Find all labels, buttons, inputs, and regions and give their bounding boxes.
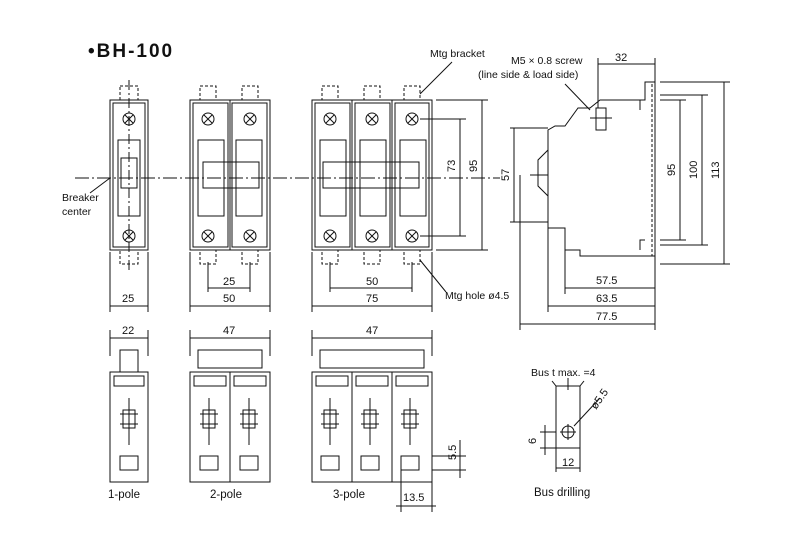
label-bus-t: Bus t max. =4 [531, 367, 596, 379]
dim-22: 22 [122, 325, 134, 337]
side-view [510, 81, 656, 257]
front-dimensions [109, 99, 488, 312]
label-mtg-bracket: Mtg bracket [430, 48, 485, 60]
dim-57: 57 [500, 169, 512, 181]
dim-25-2-pole-pitch: 25 [223, 276, 235, 288]
dim-57-5: 57.5 [596, 275, 617, 287]
front-view-1-pole [109, 80, 149, 270]
dim-5-5: 5.5 [447, 445, 459, 460]
dim-75-3-pole: 75 [366, 293, 378, 305]
label-mtg-hole: Mtg hole ø4.5 [445, 290, 509, 302]
dim-bus-hole-dia: ø5.5 [589, 387, 611, 412]
caption-bus-drilling: Bus drilling [534, 487, 590, 499]
dim-32: 32 [615, 52, 627, 64]
leader-mtg-bracket [419, 61, 453, 95]
dim-6: 6 [527, 438, 539, 444]
dim-13-5: 13.5 [403, 492, 424, 504]
bus-drilling-detail [540, 378, 601, 472]
caption-1-pole: 1-pole [108, 489, 140, 501]
leader-breaker-center [89, 177, 111, 194]
dim-25-1-pole: 25 [122, 293, 134, 305]
bottom-view-3-pole [311, 330, 466, 512]
dim-100: 100 [688, 161, 700, 179]
leader-screw [564, 83, 591, 111]
dim-47-2-pole: 47 [223, 325, 235, 337]
dim-95-side: 95 [666, 164, 678, 176]
label-breaker-center-2: center [62, 206, 92, 218]
dim-73: 73 [446, 160, 458, 172]
dim-95-front: 95 [468, 160, 480, 172]
dim-47-3-pole: 47 [366, 325, 378, 337]
page-title: •BH-100 [88, 41, 174, 62]
side-dimensions [513, 58, 730, 330]
bottom-view-1-pole [109, 330, 149, 483]
label-breaker-center-1: Breaker [62, 192, 99, 204]
leader-mtg-hole [419, 259, 447, 293]
front-view-2-pole [189, 85, 271, 265]
dim-77-5: 77.5 [596, 311, 617, 323]
dim-50-3-pole-pitch: 50 [366, 276, 378, 288]
bottom-view-2-pole [189, 330, 271, 483]
label-screw-2: (line side & load side) [478, 69, 578, 81]
label-screw-1: M5 × 0.8 screw [511, 55, 583, 67]
dim-12: 12 [562, 457, 574, 469]
dim-50-2-pole: 50 [223, 293, 235, 305]
caption-3-pole: 3-pole [333, 489, 365, 501]
dim-113: 113 [710, 161, 722, 179]
front-view-3-pole [311, 85, 433, 265]
caption-2-pole: 2-pole [210, 489, 242, 501]
dim-63-5: 63.5 [596, 293, 617, 305]
